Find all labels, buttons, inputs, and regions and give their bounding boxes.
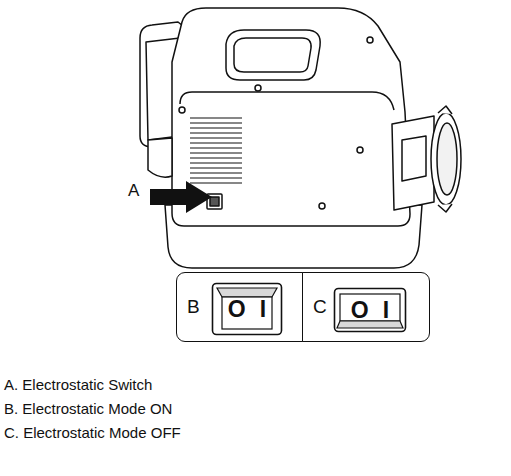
vent-grille — [190, 118, 242, 183]
switch-symbol: O — [351, 299, 369, 322]
switch-symbol: I — [260, 298, 266, 321]
legend-caption: B. Electrostatic Mode ON — [4, 400, 172, 417]
screw — [319, 203, 325, 209]
panel-letter: C — [313, 296, 327, 318]
handle-inner — [234, 38, 311, 72]
inset-panel: OI B — [176, 272, 304, 342]
nozzle-label — [402, 136, 426, 181]
screw — [179, 107, 185, 113]
inset-panel: OI C — [302, 272, 430, 342]
sprayer-body — [172, 8, 410, 226]
body-seam — [180, 92, 394, 110]
rocker-bevel — [217, 288, 277, 297]
handle-opening — [226, 30, 320, 80]
screw — [367, 37, 373, 43]
rocker-bevel — [337, 321, 403, 328]
nozzle-opening — [437, 123, 457, 195]
switch-bezel — [213, 284, 282, 335]
screw — [357, 147, 363, 153]
knob — [148, 138, 172, 177]
legend-caption: A. Electrostatic Switch — [4, 376, 152, 393]
pointer-arrow — [150, 181, 212, 213]
switch-outline — [333, 287, 407, 333]
switch-outline — [211, 282, 283, 336]
nozzle-flange — [431, 113, 461, 205]
screw — [255, 85, 261, 91]
switch-symbol: I — [383, 299, 389, 322]
nozzle-tabs — [438, 106, 452, 212]
panel-letter: B — [187, 296, 200, 318]
legend-caption: C. Electrostatic Mode OFF — [4, 424, 181, 441]
nozzle-barrel — [392, 116, 434, 210]
rocker-face — [340, 294, 400, 321]
switch-bezel — [335, 289, 406, 332]
rocker-switch: OI — [333, 287, 407, 333]
rocker-face — [222, 297, 272, 329]
callout-letter: A — [128, 181, 139, 201]
switch-symbol: O — [228, 298, 246, 321]
rocker-switch: OI — [211, 282, 283, 336]
switch-rocker — [210, 197, 219, 206]
sprayer — [140, 8, 461, 268]
